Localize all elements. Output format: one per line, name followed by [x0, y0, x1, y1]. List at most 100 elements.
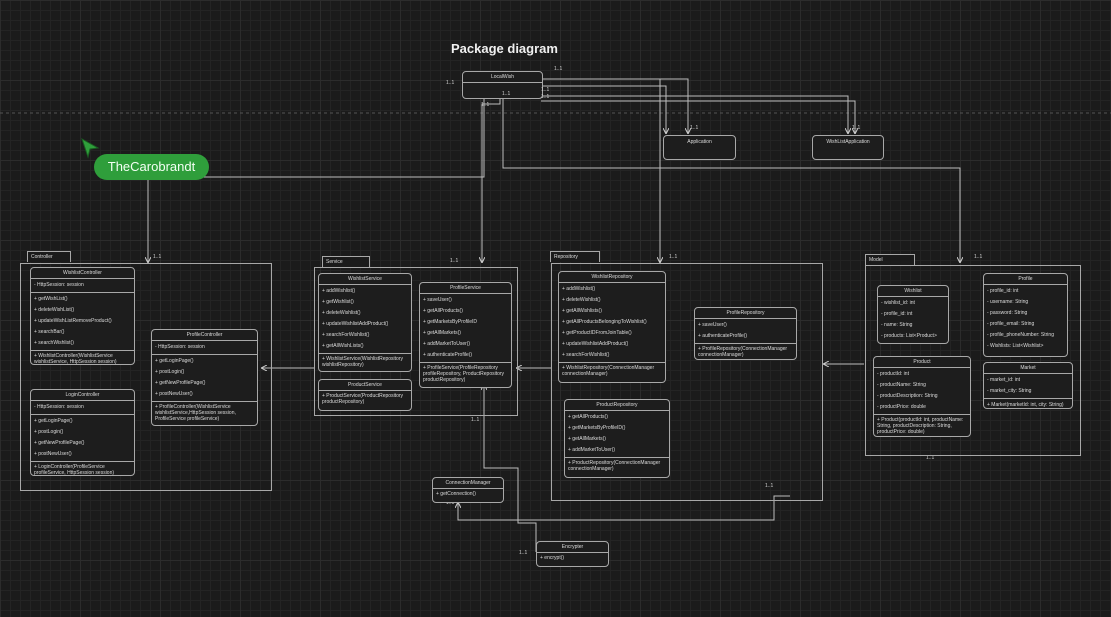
method: + getAllMarkets()	[568, 436, 606, 442]
method: + postLogin()	[155, 369, 185, 375]
constructor: + ProfileService(ProfileRepository profi…	[423, 365, 505, 383]
multiplicity-label: 1..1	[554, 66, 563, 72]
wishlistcontroller-class[interactable]: WishlistController - HttpSession: sessio…	[30, 267, 135, 365]
method: + getMarketsByProfileID	[423, 319, 478, 325]
method: + getLoginPage()	[34, 418, 73, 424]
multiplicity-label: 1..1	[690, 125, 699, 131]
constructor: + ProductRepository(ConnectionManager co…	[568, 460, 661, 472]
productrepository-class[interactable]: ProductRepository + getAllProducts() + g…	[564, 399, 670, 478]
method: + getAllProductsBelongingToWishlist()	[562, 319, 647, 325]
constructor: + Market(marketId: int, city: String)	[987, 402, 1064, 408]
method: + updateWishListRemoveProduct()	[34, 318, 112, 324]
attribute: - name: String	[881, 322, 913, 328]
profilecontroller-class[interactable]: ProfileController - HttpSession: session…	[151, 329, 258, 426]
method: + saveUser()	[698, 322, 727, 328]
wishlistcontroller-class-name: WishlistController	[31, 268, 134, 279]
constructor: + ProfileController(WishlistService wish…	[155, 404, 236, 422]
method: + searchForWishlist()	[322, 332, 370, 338]
attribute: - HttpSession: session	[34, 404, 84, 410]
profilerepository-class[interactable]: ProfileRepository + saveUser() + authent…	[694, 307, 797, 360]
logincontroller-class-name: LoginController	[31, 390, 134, 401]
method: + deleteWishlist()	[322, 310, 361, 316]
wishlistapplication-class[interactable]: WishListApplication	[812, 135, 884, 160]
logincontroller-class[interactable]: LoginController - HttpSession: session +…	[30, 389, 135, 476]
profile-class-name: Profile	[984, 274, 1067, 285]
cursor-pointer-icon	[81, 137, 100, 159]
attribute: - market_id: int	[987, 377, 1021, 383]
constructor: + LoginController(ProfileService profile…	[34, 464, 115, 476]
attribute: - HttpSession: session	[155, 344, 205, 350]
market-class[interactable]: Market - market_id: int - market_city: S…	[983, 362, 1073, 409]
application-class-name: Application	[687, 139, 712, 145]
application-class[interactable]: Application	[663, 135, 736, 160]
repository-package	[551, 263, 823, 501]
profileservice-class-name: ProfileService	[420, 283, 511, 294]
attribute: - Wishlists: List<Wishlist>	[987, 343, 1044, 349]
connectionmanager-class-name: ConnectionManager	[433, 478, 503, 489]
attribute: - productPrice: double	[877, 404, 926, 410]
method: + deleteWishlist()	[562, 297, 601, 303]
method: + getAllWishlists()	[562, 308, 602, 314]
method: + getMarketsByProfileID()	[568, 425, 626, 431]
method: + getAllProducts()	[423, 308, 463, 314]
attribute: - profile_id: int	[987, 288, 1019, 294]
diagram-title: Package diagram	[451, 41, 558, 56]
multiplicity-label: 1..1	[519, 550, 528, 556]
method: + searchBar()	[34, 329, 65, 335]
profile-class[interactable]: Profile - profile_id: int - username: St…	[983, 273, 1068, 357]
attribute: - profile_id: int	[881, 311, 913, 317]
method: + updateWishlistAddProduct()	[562, 341, 629, 347]
multiplicity-label: 1..1	[541, 87, 550, 93]
wishlist-class-name: Wishlist	[878, 286, 948, 297]
method: + getConnection()	[436, 491, 476, 497]
productservice-class[interactable]: ProductService + ProductService(ProductR…	[318, 379, 412, 411]
method: + postLogin()	[34, 429, 64, 435]
constructor: + WishlistRepository(ConnectionManager c…	[562, 365, 655, 377]
attribute: - password: String	[987, 310, 1028, 316]
productrepository-class-name: ProductRepository	[565, 400, 669, 411]
method: + getProductIDFromJoinTable()	[562, 330, 632, 336]
multiplicity-label: 1..1	[669, 254, 678, 260]
multiplicity-label: 1..1	[471, 417, 480, 423]
model-package-tab: Model	[865, 254, 915, 265]
product-class[interactable]: Product - productId: int - productName: …	[873, 356, 971, 437]
constructor: + Product(productId: int, productName: S…	[877, 417, 964, 435]
method: + getNewProfilePage()	[155, 380, 206, 386]
wishlistservice-class-name: WishlistService	[319, 274, 411, 285]
wishlistapplication-class-name: WishListApplication	[826, 139, 870, 145]
controller-package-tab: Controller	[27, 251, 71, 262]
method: + addWishlist()	[322, 288, 356, 294]
attribute: - market_city: String	[987, 388, 1032, 394]
multiplicity-label: 1..1	[481, 102, 490, 108]
multiplicity-label: 1..1	[765, 483, 774, 489]
wishlistrepository-class[interactable]: WishlistRepository + addWishlist() + del…	[558, 271, 666, 383]
connectionmanager-class[interactable]: ConnectionManager + getConnection()	[432, 477, 504, 503]
attribute: - productName: String	[877, 382, 926, 388]
method: + authenticateProfile()	[423, 352, 473, 358]
method: + getWishlist()	[322, 299, 354, 305]
attribute: - profile_email: String	[987, 321, 1035, 327]
localwish-class[interactable]: LocalWish	[462, 71, 543, 99]
method: + authenticateProfile()	[698, 333, 748, 339]
constructor: + WishlistService(WishlistRepository wis…	[322, 356, 403, 368]
service-package-tab: Service	[322, 256, 370, 267]
constructor: + ProfileRepository(ConnectionManager co…	[698, 346, 788, 358]
method: + getNewProfilePage()	[34, 440, 85, 446]
profilerepository-class-name: ProfileRepository	[695, 308, 796, 319]
wishlist-class[interactable]: Wishlist - wishlist_id: int - profile_id…	[877, 285, 949, 344]
user-badge[interactable]: TheCarobrandt	[94, 154, 209, 180]
profileservice-class[interactable]: ProfileService + saveUser() + getAllProd…	[419, 282, 512, 388]
attribute: - profile_phoneNumber: String	[987, 332, 1054, 338]
attribute: - wishlist_id: int	[881, 300, 915, 306]
method: + searchWishlist()	[34, 340, 74, 346]
method: + searchForWishlist()	[562, 352, 610, 358]
wishlistservice-class[interactable]: WishlistService + addWishlist() + getWis…	[318, 273, 412, 372]
attribute: - username: String	[987, 299, 1029, 305]
encrypter-class-name: Encrypter	[537, 542, 608, 553]
localwish-class-name: LocalWish	[463, 72, 542, 83]
encrypter-class[interactable]: Encrypter + encrypt()	[536, 541, 609, 567]
wishlistrepository-class-name: WishlistRepository	[559, 272, 665, 283]
method: + getAllWishLists()	[322, 343, 364, 349]
multiplicity-label: 1..1	[446, 80, 455, 86]
